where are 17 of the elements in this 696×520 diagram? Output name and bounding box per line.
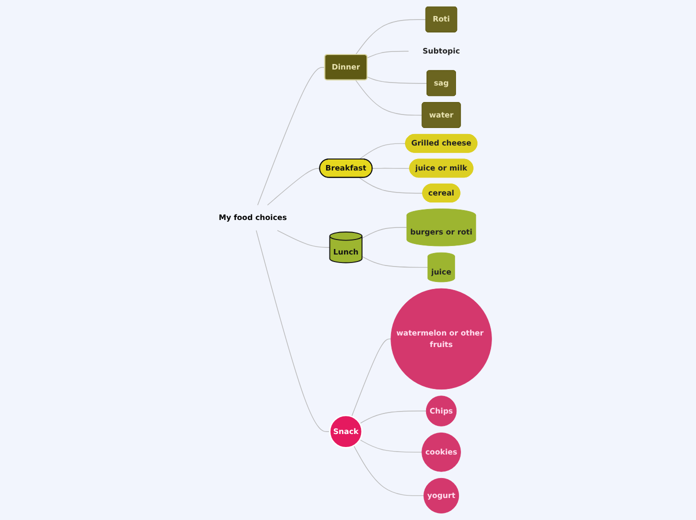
connector xyxy=(372,168,410,169)
connector xyxy=(366,76,428,84)
connector xyxy=(358,143,406,160)
connector xyxy=(361,227,407,239)
connector xyxy=(359,439,422,453)
connector xyxy=(351,338,392,417)
connector xyxy=(361,256,428,268)
connector xyxy=(359,410,426,424)
connector xyxy=(355,80,422,116)
connector xyxy=(256,230,330,432)
connector xyxy=(353,445,424,496)
connector xyxy=(355,19,426,56)
connector xyxy=(266,168,320,206)
connector xyxy=(366,50,409,58)
connector xyxy=(257,67,326,206)
connector xyxy=(276,230,330,248)
connector xyxy=(358,177,423,194)
